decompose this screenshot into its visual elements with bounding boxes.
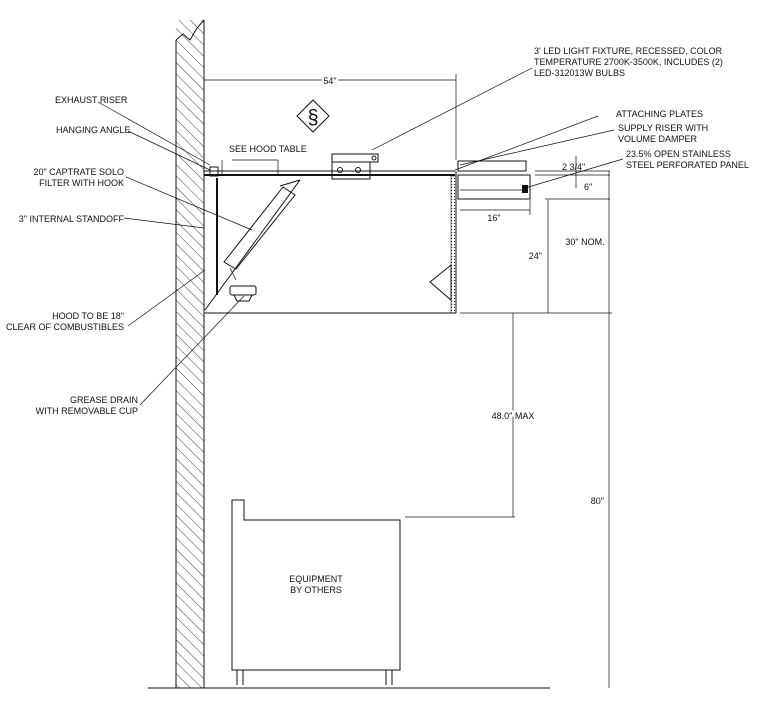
- led-fixture-line-2: TEMPERATURE 2700K-3500K, INCLUDES (2): [534, 57, 723, 67]
- leader-lines: [97, 67, 624, 406]
- perforated-panel: [450, 175, 457, 314]
- callout-supply-riser-1: SUPPLY RISER WITH: [618, 123, 708, 133]
- callout-exhaust-riser: EXHAUST RISER: [55, 95, 128, 105]
- callout-attaching-plates: ATTACHING PLATES: [616, 109, 703, 119]
- filter: [223, 179, 301, 281]
- callout-perforated-panel-1: 23.5% OPEN STAINLESS: [626, 149, 731, 159]
- callout-see-hood-table: SEE HOOD TABLE: [229, 144, 307, 154]
- callout-supply-riser-2: VOLUME DAMPER: [618, 134, 698, 144]
- dimension-lines: [203, 74, 612, 688]
- callout-clearance-1: HOOD TO BE 18": [52, 311, 124, 321]
- dim-30-nom: 30" NOM.: [565, 237, 604, 247]
- callout-filter-2: FILTER WITH HOOK: [39, 178, 124, 188]
- wall: [175, 19, 205, 688]
- exhaust-riser: [221, 153, 379, 180]
- section-symbol-text: §: [307, 107, 318, 129]
- dim-6: 6": [584, 182, 592, 192]
- callout-clearance-2: CLEAR OF COMBUSTIBLES: [6, 322, 124, 332]
- callout-grease-drain-1: GREASE DRAIN: [70, 395, 138, 405]
- equipment-label-1: EQUIPMENT: [289, 574, 343, 584]
- callout-perforated-panel-2: STEEL PERFORATED PANEL: [626, 160, 749, 170]
- dim-54: 54": [323, 76, 336, 86]
- led-fixture-line-3: LED-312013W BULBS: [534, 68, 625, 78]
- supply-plenum: [457, 160, 531, 200]
- led-fixture-line-1: 3' LED LIGHT FIXTURE, RECESSED, COLOR: [534, 46, 723, 56]
- dim-16: 16": [487, 213, 500, 223]
- dim-2-3-4: 2 3/4": [562, 162, 585, 172]
- callout-grease-drain-2: WITH REMOVABLE CUP: [36, 406, 138, 416]
- dim-24: 24": [529, 251, 542, 261]
- dim-48-max: 48.0" MAX: [492, 411, 535, 421]
- section-symbol: §: [296, 99, 330, 133]
- equipment-label-2: BY OTHERS: [290, 585, 342, 595]
- hood-body: [204, 166, 457, 314]
- callout-led-fixture: 3' LED LIGHT FIXTURE, RECESSED, COLOR TE…: [534, 46, 723, 78]
- dim-80: 80": [591, 496, 604, 506]
- callout-hanging-angle: HANGING ANGLE: [56, 125, 131, 135]
- grease-cup: [229, 285, 257, 302]
- equipment: [231, 499, 401, 685]
- callout-standoff: 3" INTERNAL STANDOFF: [19, 214, 125, 224]
- callout-filter-1: 20" CAPTRATE SOLO: [33, 167, 124, 177]
